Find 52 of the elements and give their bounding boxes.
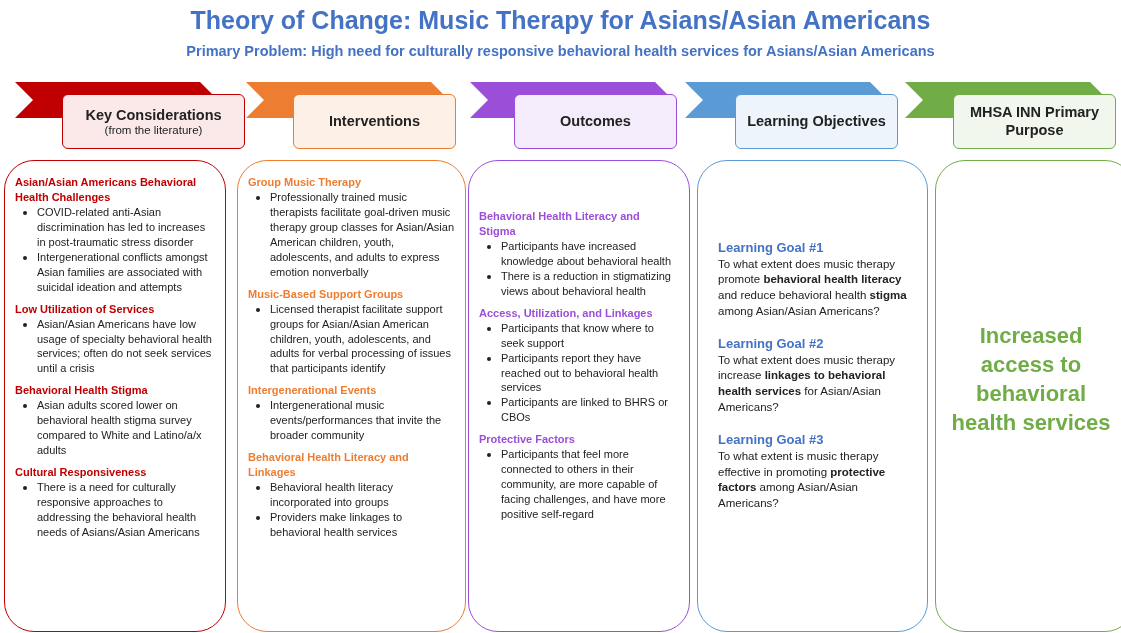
column-panel xyxy=(4,160,226,632)
goal-question: To what extent does music therapy increase linkages to behavioral health services for Asian/Asian Americans? xyxy=(718,352,897,415)
column-panel xyxy=(697,160,928,632)
bullet-text: Intergenerational conflicts amongst Asian families are associated with suicidal ideation and attempts xyxy=(15,249,215,295)
column-heading: MHSA INN Primary Purpose xyxy=(968,104,1101,139)
bullet-text: Participants report they have reached out to behavioral health services xyxy=(479,350,679,396)
section-heading: Low Utilization of Services xyxy=(15,301,156,317)
bullet-text: Licensed therapist facilitate support groups for Asian/Asian American children, youth, adolescents, and adults for verbal processing of issues that participants identify xyxy=(248,301,455,377)
bullet-text: Providers make linkages to behavioral health services xyxy=(248,510,455,540)
column-panel xyxy=(935,160,1121,632)
bullet-text: Asian/Asian Americans have low usage of specialty behavioral health services; often do not seek services until a crisis xyxy=(15,316,215,377)
header-banner xyxy=(685,82,898,149)
bullet-text: Participants have increased knowledge about behavioral health xyxy=(479,238,679,269)
column-subheading: (from the literature) xyxy=(104,124,203,137)
goal-question: To what extent is music therapy effective in promoting protective factors among Asian/Asian Americans? xyxy=(718,449,887,511)
bullet-text: There is a reduction in stigmatizing views about behavioral health xyxy=(479,268,679,299)
column-panel xyxy=(237,160,466,632)
header-banner xyxy=(15,82,245,149)
bullet-text: Professionally trained music therapists facilitate goal-driven music therapy group classes for Asian/Asian American children, youth, adolescents, and adults to express emotion nonverbally xyxy=(248,189,455,280)
bullet-text: Participants that know where to seek support xyxy=(479,320,679,351)
column-heading: Outcomes xyxy=(560,112,631,131)
section-heading: Access, Utilization, and Linkages xyxy=(479,305,654,321)
column-panel xyxy=(468,160,690,632)
bullet-text: Behavioral health literacy incorporated into groups xyxy=(248,480,455,510)
section-heading: Music-Based Support Groups xyxy=(248,286,405,302)
header-banner xyxy=(470,82,677,149)
goal-heading: Learning Goal #3 xyxy=(718,431,825,449)
section-heading: Behavioral Health Literacy and Stigma xyxy=(479,209,641,239)
column-heading: Learning Objectives xyxy=(747,112,886,131)
header-banner xyxy=(246,82,456,149)
goal-question: To what extent does music therapy promote behavioral health literacy and reduce behavioral health stigma among Asian/Asian Americans? xyxy=(718,256,908,319)
bullet-text: COVID-related anti-Asian discrimination has led to increases in post-traumatic stress disorder xyxy=(15,204,215,250)
section-heading: Cultural Responsiveness xyxy=(15,465,148,481)
subtitle: Primary Problem: High need for culturally responsive behavioral health services for Asians/Asian Americans xyxy=(185,43,936,59)
bullet-text: Intergenerational music events/performances that invite the broader community xyxy=(248,398,455,444)
column-heading: Key Considerations xyxy=(85,106,222,125)
section-heading: Behavioral Health Stigma xyxy=(15,383,149,399)
bullet-text: Asian adults scored lower on behavioral health stigma survey compared to White and Latino/a/x adults xyxy=(15,398,215,459)
purpose-statement: Increased access to behavioral health services xyxy=(950,322,1112,438)
goal-heading: Learning Goal #1 xyxy=(718,239,825,257)
column-heading: Interventions xyxy=(328,112,420,131)
bullet-text: Participants are linked to BHRS or CBOs xyxy=(479,395,679,426)
section-heading: Behavioral Health Literacy and Linkages xyxy=(248,450,410,481)
title: Theory of Change: Music Therapy for Asians/Asian Americans xyxy=(189,6,932,35)
section-heading: Protective Factors xyxy=(479,432,576,448)
section-heading: Intergenerational Events xyxy=(248,383,378,399)
section-heading: Group Music Therapy xyxy=(248,175,363,190)
bullet-text: There is a need for culturally responsive approaches to addressing the behavioral health needs of Asians/Asian Americans xyxy=(15,480,215,540)
section-heading: Asian/Asian Americans Behavioral Health Challenges xyxy=(15,175,198,205)
bullet-text: Participants that feel more connected to others in their community, are more capable of facing challenges, and have more positive self-regard xyxy=(479,447,679,523)
goal-heading: Learning Goal #2 xyxy=(718,335,825,353)
header-banner xyxy=(905,82,1116,149)
